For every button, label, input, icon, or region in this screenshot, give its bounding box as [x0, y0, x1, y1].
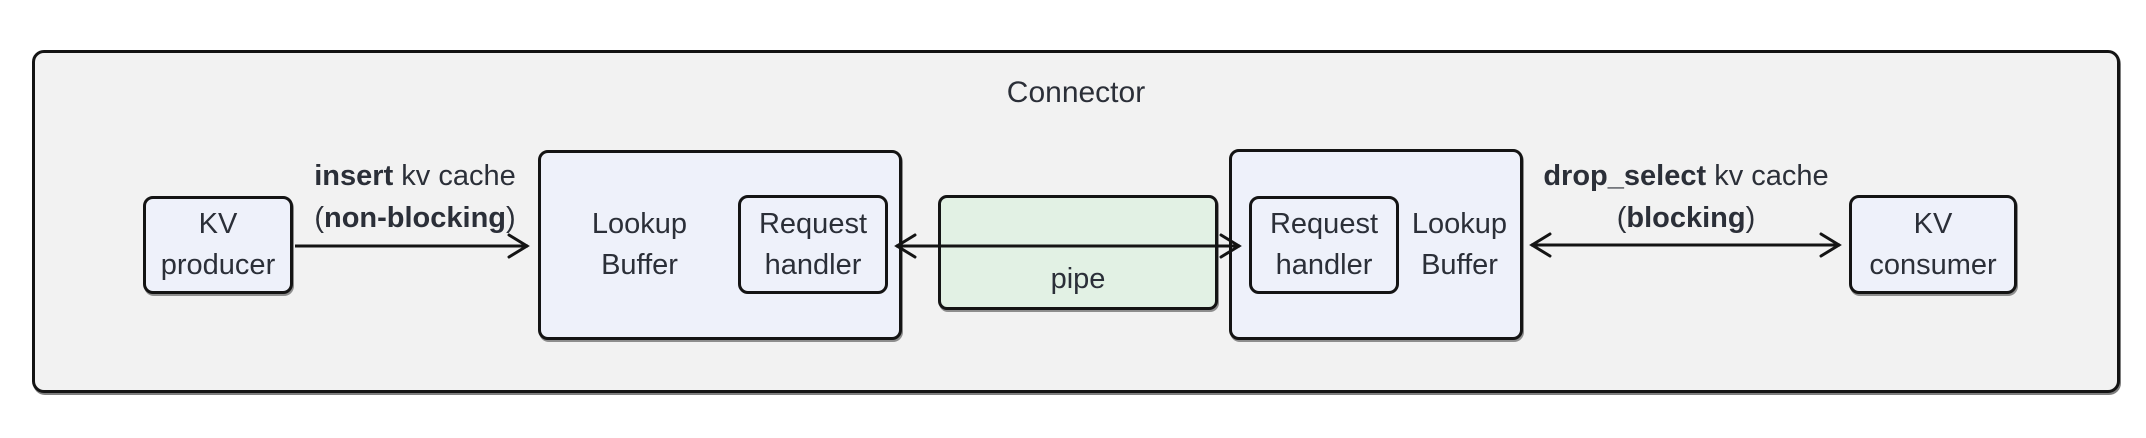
kv-consumer-label-line2: consumer: [1869, 248, 1997, 281]
kv-consumer-node: KV consumer: [1849, 195, 2017, 294]
request-handler-right-line2: handler: [1275, 249, 1373, 281]
insert-paren-close: ): [506, 202, 516, 234]
kv-producer-node: KV producer: [143, 196, 293, 294]
insert-edge-label-line1: insert kv cache: [255, 155, 575, 197]
request-handler-left-line2: handler: [764, 248, 862, 281]
lookup-buffer-right-line2: Buffer: [1421, 248, 1498, 281]
blocking-paren-close: ): [1745, 202, 1756, 234]
request-handler-right-node: Request handler: [1249, 196, 1399, 294]
insert-rest-text: kv cache: [393, 160, 516, 192]
kv-consumer-label-line1: KV: [1913, 207, 1953, 240]
kv-producer-label-line1: KV: [198, 208, 238, 240]
blocking-keyword: blocking: [1626, 202, 1746, 234]
lookup-buffer-left-node: Lookup Buffer Request handler: [538, 150, 902, 340]
drop-select-edge-label: drop_select kv cache (blocking): [1526, 155, 1846, 239]
lookup-buffer-right-label: Lookup Buffer: [1399, 152, 1520, 337]
insert-edge-label: insert kv cache (non-blocking): [255, 155, 575, 239]
lookup-buffer-left-label: Lookup Buffer: [541, 153, 738, 337]
pipe-node: pipe: [938, 195, 1218, 310]
request-handler-left-node: Request handler: [738, 195, 888, 294]
drop-select-edge-label-line1: drop_select kv cache: [1526, 155, 1846, 197]
request-handler-left-line1: Request: [758, 207, 867, 240]
insert-paren-open: (: [314, 202, 324, 234]
kv-producer-label-line2: producer: [160, 249, 276, 281]
drop-select-edge-label-line2: (blocking): [1526, 197, 1846, 239]
lookup-buffer-right-line1: Lookup: [1411, 207, 1508, 240]
pipe-label: pipe: [1050, 263, 1106, 295]
lookup-buffer-right-node: Request handler Lookup Buffer: [1229, 149, 1523, 340]
request-handler-right-line1: Request: [1269, 208, 1378, 240]
drop-select-keyword: drop_select: [1543, 160, 1707, 192]
lookup-buffer-left-line2: Buffer: [601, 249, 678, 281]
connector-title: Connector: [1006, 76, 1146, 109]
blocking-paren-open: (: [1616, 202, 1627, 234]
insert-edge-label-line2: (non-blocking): [255, 197, 575, 239]
drop-select-rest-text: kv cache: [1706, 160, 1829, 192]
lookup-buffer-left-line1: Lookup: [591, 208, 688, 240]
insert-keyword: insert: [314, 160, 394, 192]
non-blocking-keyword: non-blocking: [323, 202, 507, 234]
